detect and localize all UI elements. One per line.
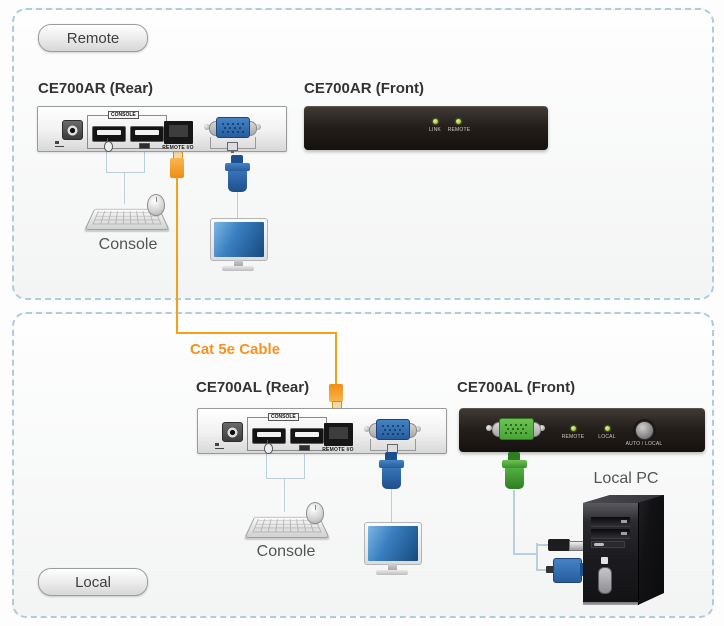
ce700ar-rear-panel: CONSOLE REMOTE I/O (37, 106, 287, 153)
monitor-cable-line (391, 489, 392, 522)
monitor-icon (210, 218, 268, 261)
monitor-port-icon (227, 142, 238, 153)
vga-connector-body (228, 170, 247, 192)
remote-section-pill: Remote (38, 24, 148, 52)
pc-cable-line (536, 543, 538, 571)
kvm-vga-connector-icon (502, 452, 527, 492)
ce700ar-front-title: CE700AR (Front) (304, 80, 425, 97)
ce700al-rear-panel: CONSOLE REMOTE I/O (197, 408, 447, 455)
local-led-icon (605, 426, 610, 431)
ce700ar-front-panel: LINK REMOTE (304, 106, 548, 150)
pc-tower-icon (583, 492, 665, 608)
dc-power-icon (215, 443, 224, 449)
link-led-label: LINK (429, 127, 441, 133)
console-group-label: CONSOLE (268, 413, 299, 421)
monitor-cable-line (237, 192, 238, 219)
pc-cable-line (538, 544, 548, 546)
pc-cable-line (513, 553, 538, 555)
usb-console-port (290, 428, 324, 444)
mouse-icon (147, 194, 165, 216)
local-console-label: Console (256, 543, 316, 560)
ce700al-front-title: CE700AL (Front) (457, 379, 576, 396)
ce700al-front-panel: REMOTE LOCAL AUTO / LOCAL (459, 408, 705, 452)
usb-connector-icon (548, 537, 584, 553)
vga-screw-icon (415, 426, 421, 432)
monitor-stand (234, 259, 243, 266)
cable-stub (546, 566, 554, 573)
keyboard-port-icon (299, 445, 310, 451)
mouse-port-icon (264, 440, 273, 454)
monitor-icon (364, 522, 422, 565)
keyboard-port-icon (139, 143, 150, 149)
console-connection-line (284, 478, 285, 512)
mouse-port-icon (104, 138, 113, 152)
remote-led-label: REMOTE (447, 127, 471, 133)
vga-connector-body (382, 467, 401, 489)
pc-cable-line (538, 569, 548, 571)
local-pc-label: Local PC (593, 470, 659, 487)
front-io-panel (591, 541, 625, 548)
link-led-icon (433, 119, 438, 124)
pc-tower-front (583, 503, 639, 605)
local-led-label: LOCAL (598, 434, 616, 440)
front-grill (598, 567, 612, 594)
vga-screw-icon (255, 124, 261, 130)
vga-connector-icon (225, 155, 250, 195)
console-connection-bracket (266, 452, 305, 479)
vga-port-icon (216, 117, 250, 138)
auto-local-button-label: AUTO / LOCAL (625, 441, 663, 447)
local-vga-port-icon (499, 418, 534, 440)
remote-led-label: REMOTE (561, 434, 585, 440)
local-section-pill: Local (38, 568, 148, 596)
monitor-stand (388, 563, 397, 570)
cat5e-cable-line (335, 332, 337, 386)
remote-led-icon (571, 426, 576, 431)
vga-screw-icon (486, 425, 492, 431)
vga-screw-icon (204, 124, 210, 130)
dc-power-jack-icon (62, 120, 83, 140)
rj45-remote-io-port (164, 121, 193, 144)
drive-bay (591, 517, 630, 527)
ce700al-rear-title: CE700AL (Rear) (196, 379, 310, 396)
remote-led-icon (456, 119, 461, 124)
rj45-port-label: REMOTE I/O (162, 145, 194, 151)
cat5e-cable-line (176, 332, 337, 334)
pc-tower-top (583, 495, 664, 503)
vga-screw-icon (364, 426, 370, 432)
remote-console-label: Console (98, 236, 158, 253)
dc-power-jack-icon (222, 422, 243, 442)
cat5e-cable-label: Cat 5e Cable (190, 341, 281, 358)
console-connection-line (124, 172, 125, 204)
usb-console-port (130, 126, 164, 142)
monitor-base (222, 266, 254, 271)
rj45-port-label: REMOTE I/O (322, 447, 354, 453)
cat5e-connector-icon (170, 151, 184, 178)
monitor-base (376, 570, 408, 575)
power-button-icon (601, 557, 608, 564)
vga-port-icon (376, 419, 410, 440)
vga-connector-icon (379, 452, 404, 492)
console-group-label: CONSOLE (108, 111, 139, 119)
auto-local-button (635, 421, 654, 440)
vga-connector-body (505, 467, 524, 489)
ce700ar-rear-title: CE700AR (Rear) (38, 80, 154, 97)
drive-bay (591, 529, 630, 539)
dc-power-icon (55, 141, 64, 147)
remote-section (12, 8, 714, 300)
cat5e-cable-line (176, 176, 178, 334)
pc-cable-line (513, 490, 515, 555)
console-connection-bracket (106, 150, 145, 173)
mouse-icon (306, 502, 324, 524)
vga-screw-icon (539, 425, 545, 431)
rj45-remote-io-port (324, 423, 353, 446)
cat5e-connector-icon (329, 384, 343, 411)
